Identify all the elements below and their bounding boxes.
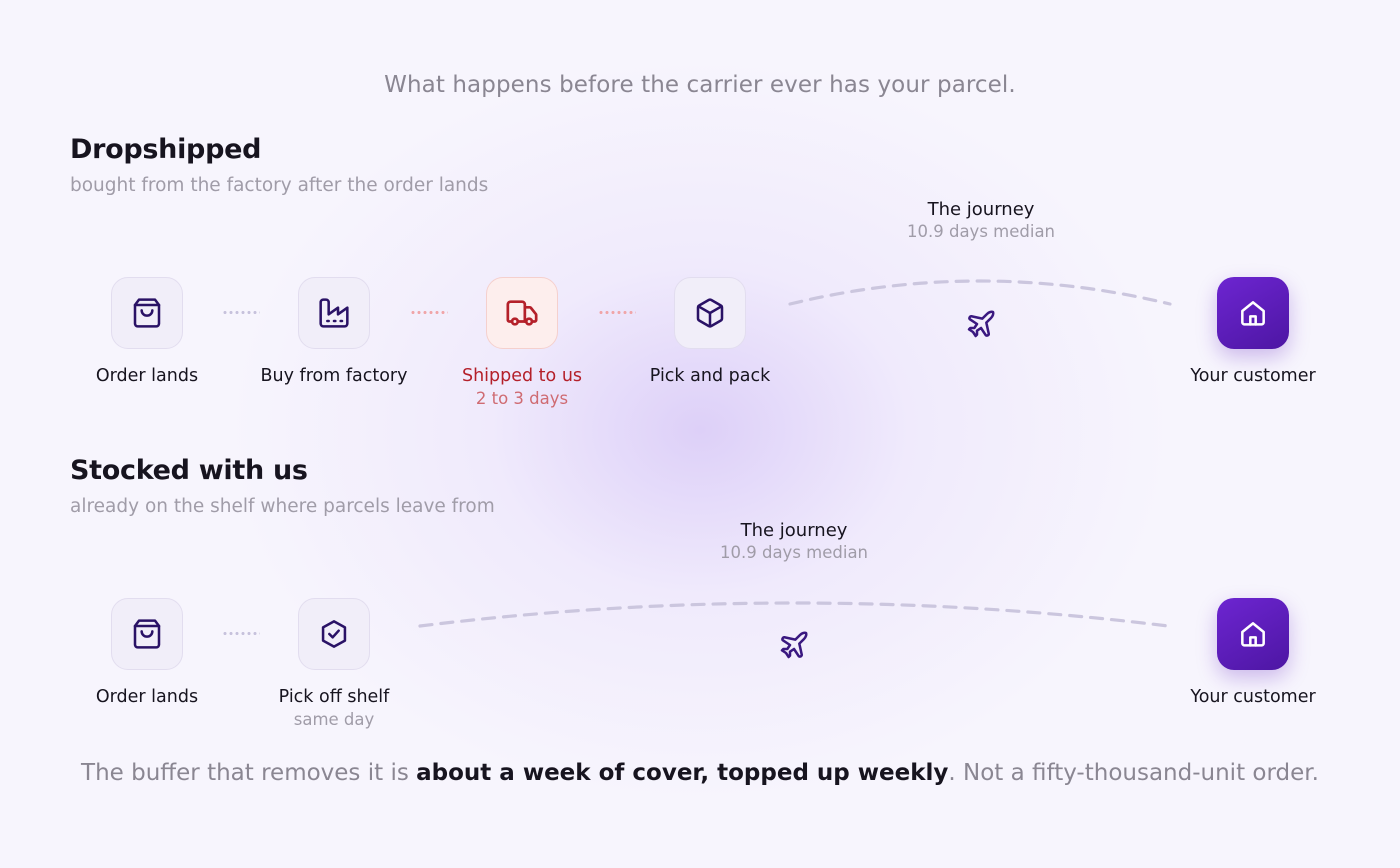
factory-icon [319, 298, 349, 328]
connector-dots [222, 311, 260, 314]
destination-your-customer: Your customer [1163, 277, 1343, 387]
step-tile-highlight [486, 277, 558, 349]
airplane-icon [780, 631, 808, 659]
stocked-subtitle: already on the shelf where parcels leave… [70, 496, 495, 517]
shopping-bag-icon [133, 298, 161, 328]
connector-dots [410, 311, 448, 314]
step-duration: 2 to 3 days [475, 389, 569, 408]
truck-icon [506, 300, 538, 326]
journey-title: The journey [927, 199, 1035, 220]
shield-check-icon [321, 620, 347, 648]
box-icon [696, 298, 724, 328]
step-label: Pick off shelf [278, 687, 390, 707]
airplane-icon [967, 310, 995, 338]
connector-dots [598, 311, 636, 314]
step-label: Shipped to us [461, 366, 583, 386]
step-label: Pick and pack [649, 366, 771, 386]
destination-tile [1217, 598, 1289, 670]
dropshipped-title: Dropshipped [70, 134, 262, 165]
step-label: Order lands [95, 687, 199, 707]
step-buy-from-factory: Buy from factory [244, 277, 424, 387]
destination-label: Your customer [1190, 366, 1316, 386]
destination-tile [1217, 277, 1289, 349]
journey-median: 10.9 days median [906, 222, 1056, 241]
stocked-journey: The journey 10.9 days median [664, 520, 924, 564]
dropshipped-journey: The journey 10.9 days median [851, 199, 1111, 243]
step-duration: same day [293, 710, 375, 729]
footer-emphasis: about a week of cover, topped up weekly [416, 760, 949, 786]
step-order-lands: Order lands [57, 277, 237, 387]
footer-tail: . Not a fifty-thousand-unit order. [948, 760, 1319, 786]
destination-your-customer: Your customer [1163, 598, 1343, 708]
step-label: Order lands [95, 366, 199, 386]
step-pick-off-shelf: Pick off shelf same day [244, 598, 424, 732]
journey-median: 10.9 days median [719, 543, 869, 562]
home-icon [1241, 301, 1265, 326]
step-tile [674, 277, 746, 349]
stocked-title: Stocked with us [70, 455, 308, 486]
step-tile [111, 277, 183, 349]
step-pick-and-pack: Pick and pack [620, 277, 800, 387]
footer-statement: The buffer that removes it is about a we… [0, 760, 1400, 786]
dropshipped-subtitle: bought from the factory after the order … [70, 175, 489, 196]
journey-title: The journey [740, 520, 848, 541]
step-label: Buy from factory [260, 366, 408, 386]
shopping-bag-icon [133, 619, 161, 649]
home-icon [1241, 622, 1265, 647]
headline: What happens before the carrier ever has… [384, 72, 1016, 98]
step-tile [111, 598, 183, 670]
step-order-lands: Order lands [57, 598, 237, 708]
step-tile [298, 598, 370, 670]
step-tile [298, 277, 370, 349]
step-shipped-to-us: Shipped to us 2 to 3 days [432, 277, 612, 411]
destination-label: Your customer [1190, 687, 1316, 707]
connector-dots [222, 632, 260, 635]
footer-lead: The buffer that removes it is [81, 760, 417, 786]
